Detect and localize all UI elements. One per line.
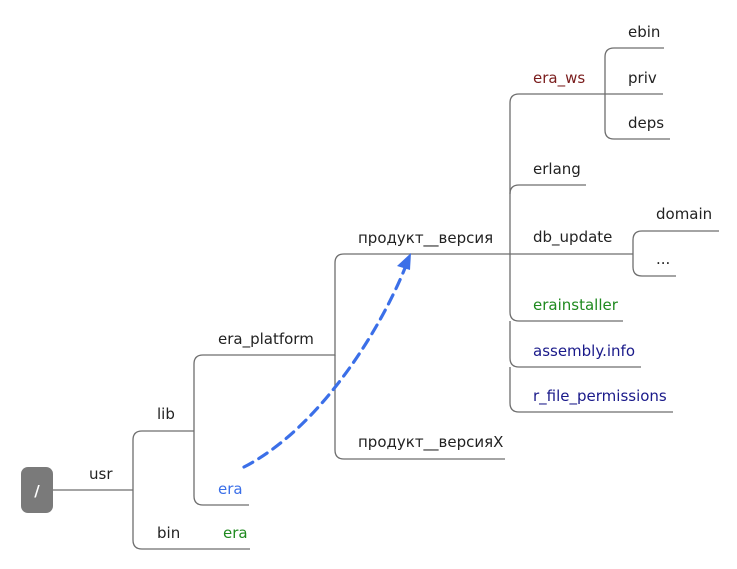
node-bin-era[interactable]: era xyxy=(223,524,248,542)
node-labels: usr lib bin era_platform era era продукт… xyxy=(89,23,712,542)
node-lib-era[interactable]: era xyxy=(218,480,243,498)
node-product-version[interactable]: продукт__версия xyxy=(358,229,493,248)
node-erainstaller[interactable]: erainstaller xyxy=(533,296,619,314)
connector-product-r-file-permissions xyxy=(509,367,673,413)
symlink-arrow xyxy=(242,253,411,469)
node-lib[interactable]: lib xyxy=(157,405,175,423)
node-product-versionX[interactable]: продукт__версияX xyxy=(358,433,503,452)
node-priv[interactable]: priv xyxy=(628,69,657,87)
node-db-update[interactable]: db_update xyxy=(533,228,612,247)
connector-lib-era-platform xyxy=(193,354,320,431)
tree-connectors xyxy=(52,47,719,550)
root-node-label: / xyxy=(34,482,40,500)
connector-era-ws-deps xyxy=(604,94,670,140)
node-era-platform[interactable]: era_platform xyxy=(218,330,314,349)
node-r-file-permissions[interactable]: r_file_permissions xyxy=(533,387,667,406)
connector-db-update-ellipsis xyxy=(632,254,676,277)
node-ebin[interactable]: ebin xyxy=(628,23,660,41)
node-assembly-info[interactable]: assembly.info xyxy=(533,342,635,360)
node-era-ws[interactable]: era_ws xyxy=(533,69,585,88)
root-node[interactable]: / xyxy=(21,467,53,513)
connector-product-erainstaller xyxy=(509,254,623,322)
node-domain[interactable]: domain xyxy=(656,205,712,223)
symlink-arrowhead xyxy=(397,253,411,270)
connector-db-update-domain xyxy=(632,230,719,254)
connector-era-platform-product xyxy=(320,253,496,356)
node-ellipsis[interactable]: ... xyxy=(656,250,670,268)
connector-product-assembly-info xyxy=(509,321,641,368)
connector-usr-bin xyxy=(132,490,250,550)
symlink-dashed-line xyxy=(242,266,407,469)
node-deps[interactable]: deps xyxy=(628,114,664,132)
node-bin[interactable]: bin xyxy=(157,524,180,542)
connector-lib-era xyxy=(193,431,249,506)
connector-usr-lib xyxy=(132,430,194,490)
root-node-box[interactable] xyxy=(21,467,53,513)
connector-product-erlang xyxy=(509,184,586,195)
connector-era-platform-productX xyxy=(334,355,505,460)
node-erlang[interactable]: erlang xyxy=(533,160,581,178)
node-usr[interactable]: usr xyxy=(89,465,113,483)
connector-product-era-ws xyxy=(496,93,605,255)
connector-era-ws-ebin xyxy=(604,47,664,94)
